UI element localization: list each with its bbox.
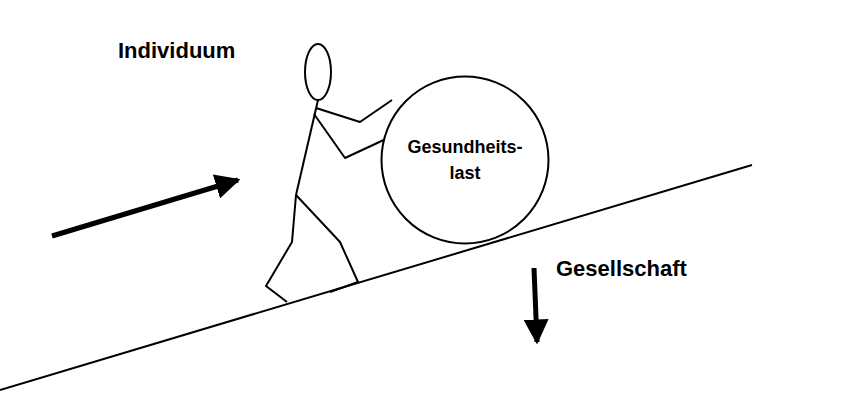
text-label: Individuum (118, 38, 235, 64)
down-arrow (534, 268, 537, 342)
load-circle: Gesundheits- last (380, 75, 550, 245)
text-label: Gesellschaft (556, 256, 687, 282)
node-text: Gesundheits- last (403, 134, 528, 186)
slope-line (0, 165, 752, 390)
push-arrow (52, 180, 238, 236)
stick-figure (266, 44, 392, 302)
circle-outline (380, 75, 550, 245)
circle-shape (382, 77, 549, 244)
